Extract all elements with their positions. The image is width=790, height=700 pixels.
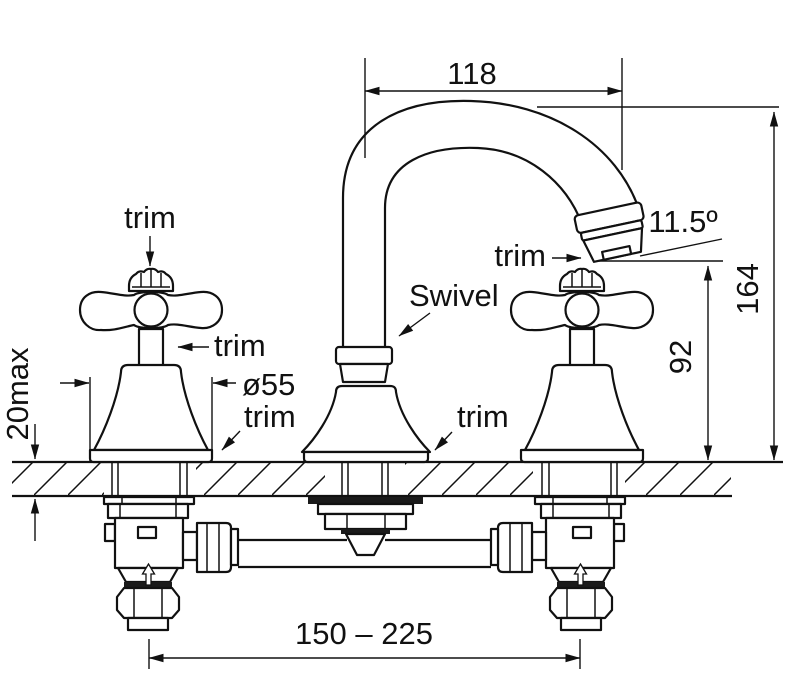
- dim-spout-reach: 118: [364, 56, 623, 170]
- label-trim-centre-bell: trim: [434, 399, 509, 451]
- dim-outlet-height-label: 92: [663, 340, 698, 374]
- dim-hole-centres-label: 150 – 225: [295, 616, 433, 651]
- dim-hole-centres: 150 – 225: [148, 616, 581, 669]
- dim-deck-thickness-label: 20max: [0, 347, 35, 441]
- dim-base-diameter-label: ø55: [242, 367, 295, 402]
- svg-text:trim: trim: [244, 399, 296, 434]
- spout-aerator: [573, 201, 645, 263]
- label-swivel: Swivel: [398, 278, 499, 337]
- svg-text:Swivel: Swivel: [409, 278, 499, 313]
- label-trim-spout-tip: trim: [494, 238, 582, 273]
- dim-outlet-height: 92: [598, 260, 723, 461]
- spout-bell-base: [300, 384, 432, 454]
- swivel-collar: [334, 345, 394, 366]
- dim-deck-thickness: 20max: [0, 347, 40, 541]
- supply-pipes: [238, 538, 491, 569]
- spout-swan-neck: [341, 99, 642, 360]
- dim-outlet-angle: 11.5º: [639, 204, 723, 257]
- svg-text:trim: trim: [124, 200, 176, 235]
- dim-overall-height: 164: [537, 106, 779, 461]
- svg-text:trim: trim: [457, 399, 509, 434]
- label-trim-left-handle: trim: [124, 200, 176, 267]
- countertop-section: [12, 460, 783, 498]
- dim-base-diameter: ø55: [60, 367, 295, 451]
- centre-inlet-fitting: [308, 463, 423, 557]
- dim-spout-reach-label: 118: [447, 56, 496, 91]
- spout-assembly: [300, 99, 645, 464]
- dim-outlet-angle-label: 11.5º: [648, 204, 717, 239]
- spout-flange: [302, 450, 430, 464]
- label-trim-left-stem: trim: [177, 328, 266, 363]
- svg-text:trim: trim: [214, 328, 266, 363]
- cone-connector: [344, 532, 387, 557]
- dim-overall-height-label: 164: [730, 263, 765, 315]
- svg-text:trim: trim: [494, 238, 546, 273]
- label-trim-left-bell: trim: [221, 399, 296, 451]
